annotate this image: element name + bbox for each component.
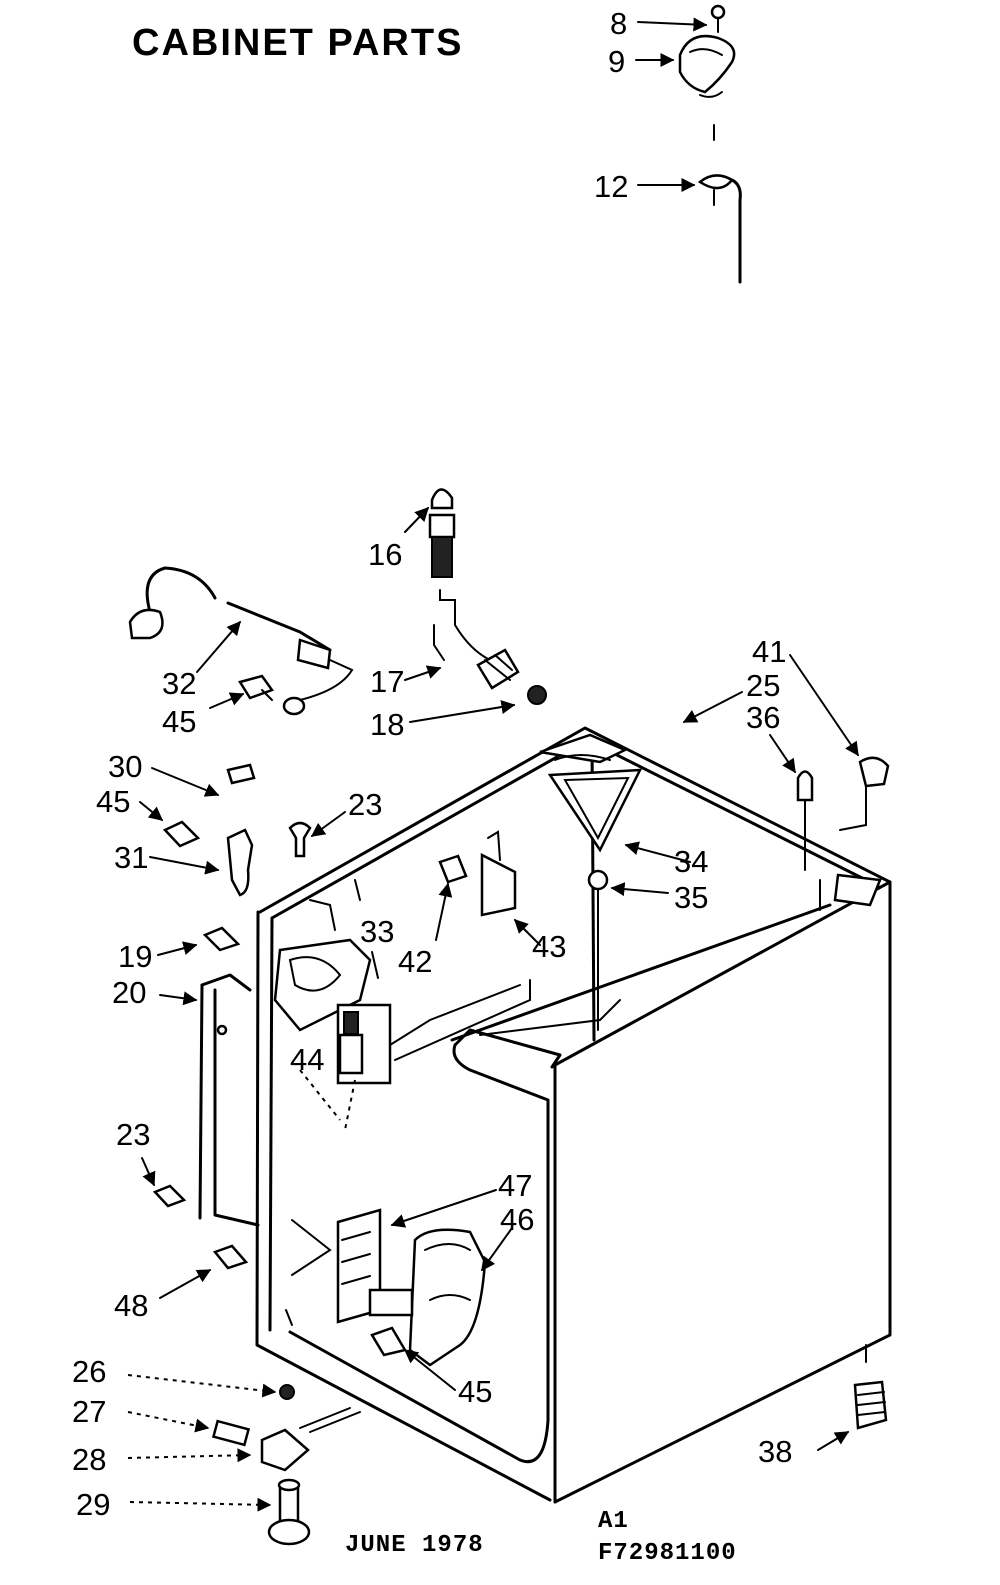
callout-47: 47: [498, 1168, 532, 1203]
bottom-components: [285, 1208, 487, 1367]
suspension-bracket: [547, 768, 643, 1031]
callout-16: 16: [368, 537, 402, 572]
callout-31: 31: [114, 840, 148, 875]
callout-33: 33: [360, 914, 394, 949]
callout-44: 44: [290, 1042, 324, 1077]
callout-45-top: 45: [162, 704, 196, 739]
callout-12: 12: [594, 169, 628, 204]
callout-29: 29: [76, 1487, 110, 1522]
callout-46: 46: [500, 1202, 534, 1237]
callout-38: 38: [758, 1434, 792, 1469]
footer-code-line1: A1: [598, 1508, 629, 1535]
left-side-parts: [152, 763, 312, 1270]
callout-19: 19: [118, 939, 152, 974]
callout-26: 26: [72, 1354, 106, 1389]
leveling-legs: [211, 1344, 888, 1546]
callout-32: 32: [162, 666, 196, 701]
power-cord: [128, 566, 354, 716]
callout-42: 42: [398, 944, 432, 979]
callout-labels: 8 9 12 16 17 18 32 45 30 45 31 23 19 20 …: [72, 6, 792, 1522]
control-housing: [273, 830, 531, 1131]
callout-23-bottom: 23: [116, 1117, 150, 1152]
top-hinge-assembly: [678, 4, 742, 284]
callout-34: 34: [674, 844, 708, 879]
callout-45-left: 45: [96, 784, 130, 819]
callout-43: 43: [532, 929, 566, 964]
diagram-title: CABINET PARTS: [132, 22, 464, 64]
callout-8: 8: [610, 6, 627, 41]
callout-45-bottom: 45: [458, 1374, 492, 1409]
callout-9: 9: [608, 44, 625, 79]
callout-35: 35: [674, 880, 708, 915]
footer-code-line2: F72981100: [598, 1540, 737, 1567]
callout-27: 27: [72, 1394, 106, 1429]
callout-25: 25: [746, 668, 780, 703]
callout-48: 48: [114, 1288, 148, 1323]
lid-switch-parts: [428, 488, 547, 705]
callout-23-top: 23: [348, 787, 382, 822]
callout-30: 30: [108, 749, 142, 784]
footer-date: JUNE 1978: [345, 1532, 484, 1559]
callout-41: 41: [752, 634, 786, 669]
callout-28: 28: [72, 1442, 106, 1477]
callout-17: 17: [370, 664, 404, 699]
callout-20: 20: [112, 975, 146, 1010]
callout-18: 18: [370, 707, 404, 742]
cabinet-body: [255, 726, 892, 1504]
top-right-parts: [796, 756, 890, 911]
callout-36: 36: [746, 700, 780, 735]
callout-leaders: [127, 17, 859, 1512]
